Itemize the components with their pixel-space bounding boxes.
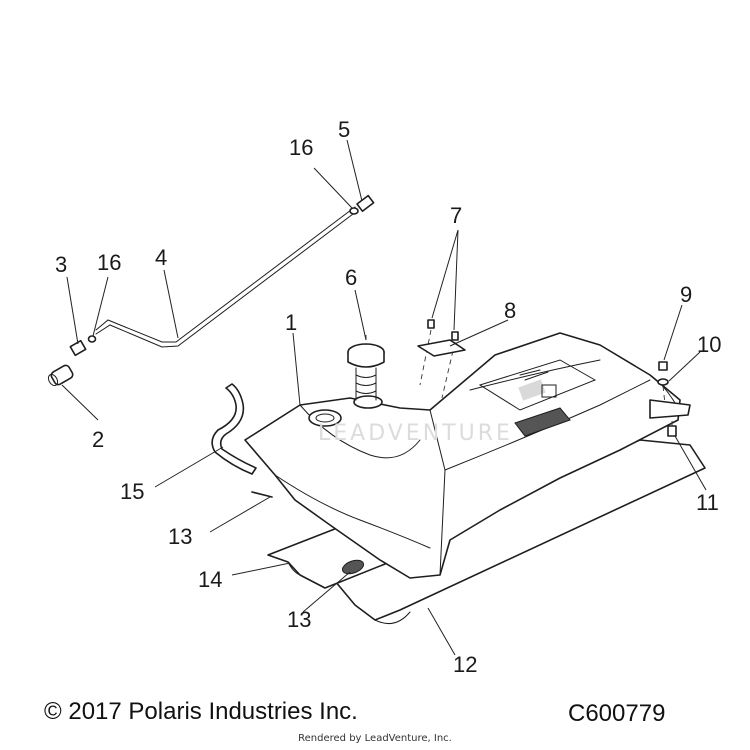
render-credit: Rendered by LeadVenture, Inc.: [298, 733, 452, 744]
callout-15: 15: [120, 479, 144, 504]
part-16-clamp-upper[interactable]: [349, 207, 359, 215]
callout-12: 12: [453, 652, 477, 677]
part-15-hose[interactable]: [211, 383, 257, 475]
part-9-nut[interactable]: [658, 361, 668, 371]
callout-2: 2: [92, 427, 104, 452]
callout-16-upper: 16: [289, 135, 313, 160]
part-1-fuel-tank[interactable]: [244, 332, 691, 579]
watermark: LEADVENTURE: [318, 421, 513, 446]
callout-1: 1: [285, 310, 297, 335]
part-3-connector[interactable]: [69, 339, 87, 357]
diagram-id: C600779: [568, 700, 666, 727]
part-2-valve[interactable]: [47, 364, 75, 387]
part-13-grommet-upper[interactable]: [251, 491, 273, 498]
callout-13-upper: 13: [168, 524, 192, 549]
callout-3: 3: [55, 252, 67, 277]
leader-lines: [61, 139, 707, 656]
copyright-text: © 2017 Polaris Industries Inc.: [44, 698, 358, 725]
callout-8: 8: [504, 298, 516, 323]
callout-7: 7: [450, 203, 462, 228]
callout-10: 10: [697, 332, 721, 357]
part-6-fuel-cap[interactable]: [347, 343, 385, 401]
callout-4: 4: [155, 245, 167, 270]
part-10-washer[interactable]: [657, 378, 669, 405]
part-7-bolts[interactable]: [419, 319, 459, 399]
part-4-vent-line[interactable]: [95, 206, 356, 348]
callout-9: 9: [680, 282, 692, 307]
part-13-grommet-lower[interactable]: [341, 558, 366, 577]
callout-16-lower: 16: [97, 250, 121, 275]
callout-11: 11: [696, 490, 719, 515]
callout-6: 6: [345, 265, 357, 290]
part-16-clamp-lower[interactable]: [87, 335, 97, 343]
part-11-bolt[interactable]: [667, 418, 677, 437]
part-5-fitting[interactable]: [356, 194, 375, 213]
callout-5: 5: [338, 117, 350, 142]
callout-14: 14: [198, 567, 222, 592]
callout-13-lower: 13: [287, 607, 311, 632]
